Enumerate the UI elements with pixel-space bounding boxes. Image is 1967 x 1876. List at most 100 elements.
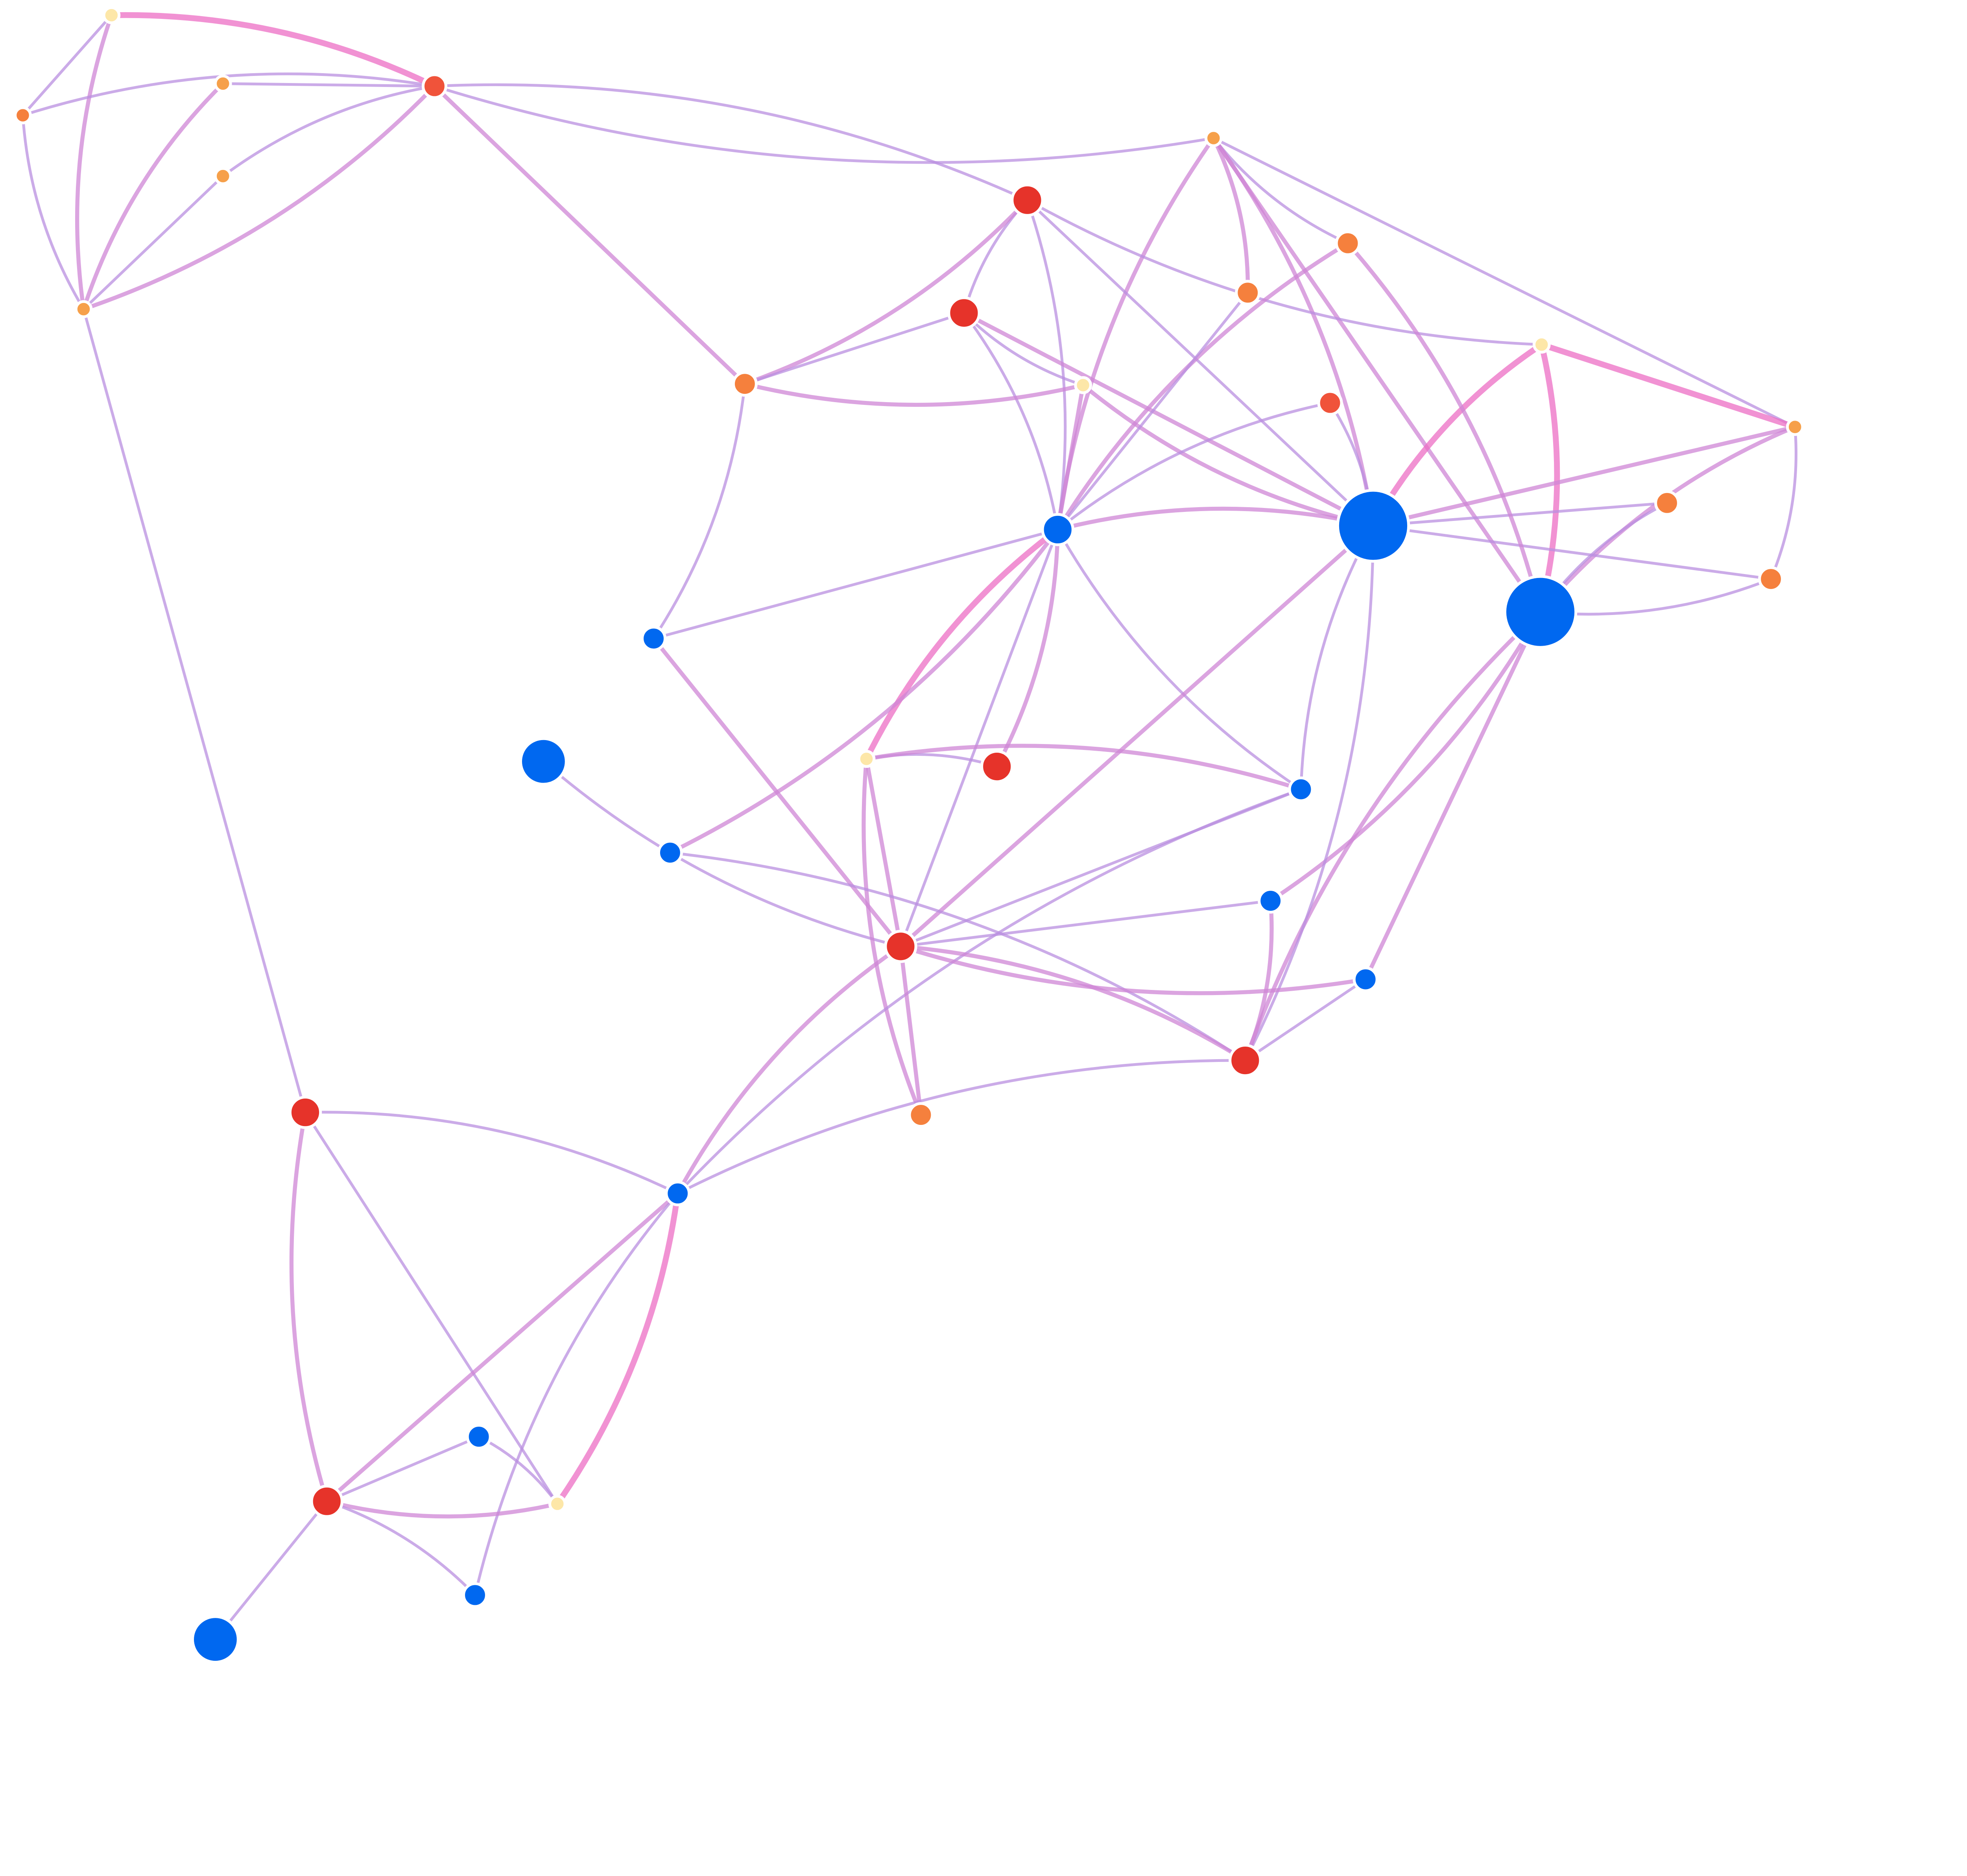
edge-n8-n11 [962, 199, 1029, 314]
edge-n3-n5 [21, 114, 85, 311]
graph-node-source[interactable] [1229, 1043, 1262, 1077]
graph-node-source[interactable] [1532, 335, 1551, 354]
graph-node-source[interactable] [214, 167, 232, 185]
node-layer [14, 6, 1804, 1664]
graph-node-source[interactable] [288, 1095, 322, 1129]
graph-node-hub[interactable] [1503, 575, 1578, 649]
edge-n20-n28 [899, 524, 1375, 949]
edge-n19-n28 [899, 528, 1059, 948]
edge-n11-n12 [743, 311, 965, 386]
edge-n19-n20 [1055, 506, 1375, 532]
edge-n28-n34 [675, 944, 903, 1196]
edge-n23-n28 [542, 760, 902, 948]
graph-node-source[interactable] [310, 1485, 343, 1518]
graph-node-source[interactable] [14, 106, 32, 124]
edge-n11-n20 [962, 311, 1375, 528]
graph-node-source[interactable] [102, 6, 121, 24]
edge-n28-n32 [899, 944, 923, 1117]
graph-node-hub[interactable] [1336, 489, 1410, 563]
edge-n24-n26 [864, 744, 1303, 792]
graph-node-source[interactable] [884, 930, 917, 963]
edge-n11-n13 [962, 311, 1085, 387]
graph-node-source[interactable] [421, 73, 447, 99]
graph-node-source[interactable] [214, 74, 232, 93]
edge-n31-n34 [676, 1059, 1247, 1195]
edge-n12-n13 [743, 382, 1085, 407]
graph-node-source[interactable] [1074, 376, 1092, 394]
edge-n21-n29 [1268, 610, 1543, 903]
edge-n8-n20 [1026, 199, 1375, 527]
edge-n19-n24 [864, 526, 1061, 762]
graph-node-source[interactable] [732, 371, 758, 397]
edge-n7-n19 [1055, 136, 1216, 532]
edge-n7-n10 [1211, 136, 1250, 295]
edge-n21-n31 [1243, 610, 1543, 1063]
graph-node-source[interactable] [548, 1495, 566, 1513]
edge-n13-n20 [1081, 383, 1375, 528]
edge-n35-n37 [325, 1435, 480, 1503]
graph-node-hub[interactable] [519, 737, 568, 786]
edge-n7-n16 [1212, 137, 1797, 428]
edge-n6-n5 [81, 84, 437, 311]
edge-n29-n31 [1243, 899, 1274, 1063]
edge-n6-n8 [433, 83, 1029, 202]
edge-n37-n36 [325, 1499, 559, 1519]
edge-n18-n20 [1371, 524, 1773, 581]
edge-n8-n12 [743, 198, 1030, 386]
edge-n7-n9 [1212, 137, 1349, 245]
graph-node-source[interactable] [74, 300, 93, 318]
graph-node-source[interactable] [908, 1102, 934, 1128]
edge-n24-n32 [862, 757, 923, 1117]
edge-n2-n6 [221, 82, 436, 88]
graph-node-hub[interactable] [462, 1582, 488, 1608]
edge-n28-n29 [899, 899, 1272, 948]
graph-node-hub[interactable] [657, 840, 683, 866]
edge-n5-n33 [82, 308, 307, 1114]
graph-node-source[interactable] [1317, 390, 1343, 416]
graph-node-hub[interactable] [191, 1615, 240, 1664]
edge-n15-n20 [1370, 342, 1545, 529]
edge-layer [21, 12, 1798, 1641]
edge-n4-n5 [82, 175, 225, 311]
graph-node-source[interactable] [1011, 183, 1044, 217]
edge-n19-n27 [668, 527, 1060, 855]
graph-node-source[interactable] [857, 750, 876, 768]
edge-n34-n37 [325, 1191, 680, 1503]
edge-n28-n31 [899, 944, 1247, 1063]
graph-node-hub[interactable] [665, 1180, 691, 1206]
graph-node-hub[interactable] [466, 1424, 492, 1450]
edge-n4-n6 [221, 85, 436, 178]
graph-node-hub[interactable] [1041, 513, 1074, 547]
edge-n34-n36 [554, 1190, 681, 1507]
graph-node-source[interactable] [1204, 129, 1223, 147]
edge-n9-n21 [1345, 241, 1543, 614]
edge-n19-n22 [652, 528, 1059, 640]
edge-n16-n20 [1371, 425, 1797, 528]
edge-n1-n5 [75, 13, 114, 311]
graph-node-hub[interactable] [1258, 888, 1284, 914]
edge-n6-n12 [432, 84, 747, 386]
edge-n15-n16 [1539, 342, 1798, 430]
edge-n12-n22 [652, 382, 746, 640]
graph-node-hub[interactable] [640, 626, 667, 652]
graph-node-source[interactable] [1654, 490, 1680, 516]
graph-node-hub[interactable] [1353, 966, 1378, 992]
edge-n35-n36 [477, 1435, 559, 1505]
edge-n24-n28 [864, 757, 903, 949]
graph-node-hub[interactable] [1288, 776, 1314, 802]
edge-n1-n3 [21, 14, 113, 117]
edge-n22-n28 [651, 636, 903, 949]
edge-n10-n19 [1056, 291, 1249, 531]
edge-n33-n34 [304, 1111, 679, 1195]
graph-node-source[interactable] [947, 296, 981, 330]
graph-node-source[interactable] [980, 750, 1014, 783]
edge-n30-n31 [1244, 978, 1367, 1062]
edge-n28-n30 [899, 944, 1368, 995]
graph-node-source[interactable] [1335, 230, 1361, 256]
graph-node-source[interactable] [1235, 280, 1261, 306]
edge-n16-n18 [1770, 425, 1797, 581]
graph-node-source[interactable] [1786, 418, 1804, 436]
edge-n33-n37 [289, 1110, 329, 1503]
edge-n33-n36 [304, 1111, 559, 1505]
graph-node-source[interactable] [1758, 566, 1784, 592]
